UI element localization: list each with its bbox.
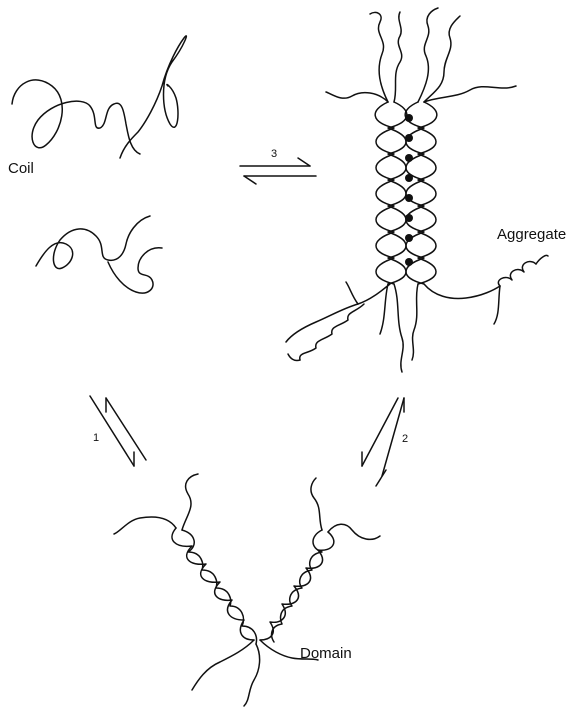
- coil-chain-4: [108, 248, 162, 293]
- junction-dot: [405, 194, 413, 202]
- arrow-forward: [362, 398, 398, 466]
- arrow-reverse: [376, 470, 386, 486]
- junction-dot: [405, 154, 413, 162]
- aggregate-helix-left-b: [388, 102, 407, 284]
- coil-chain-1: [12, 80, 140, 154]
- domain-tail: [182, 474, 198, 530]
- aggregate-helix-right-b: [418, 102, 437, 284]
- coil-chains: [12, 36, 186, 293]
- equilibrium-arrow-2: [362, 398, 404, 486]
- equilibrium-arrow-3: [240, 158, 316, 184]
- transition-label-1: 1: [93, 432, 99, 444]
- aggregate-branch-left-tail: [288, 354, 300, 361]
- coil-label: Coil: [8, 160, 34, 177]
- aggregate-top-strand: [326, 92, 388, 102]
- arrow-reverse: [106, 398, 146, 460]
- aggregate-top-strand: [394, 12, 402, 102]
- arrow-reverse-head: [244, 176, 256, 184]
- domain-helix-left-a: [172, 528, 254, 640]
- junction-dot: [405, 214, 413, 222]
- aggregate-branch-right-tail: [536, 255, 548, 264]
- junction-dot: [405, 234, 413, 242]
- aggregate-bottom-strand: [412, 284, 418, 360]
- aggregate-top-strand: [370, 12, 388, 102]
- aggregate-branch-left-tail: [346, 282, 358, 304]
- aggregate-branch-left-helix: [300, 304, 364, 360]
- aggregate-branch-right: [424, 284, 500, 298]
- equilibrium-arrow-1: [90, 396, 146, 466]
- aggregate-branch-left: [286, 284, 390, 342]
- transition-label-3: 3: [271, 148, 277, 160]
- aggregate-branch-right-helix: [498, 262, 536, 286]
- domain-helix-right-a: [260, 532, 334, 640]
- aggregate-top-strand: [418, 8, 438, 102]
- domain-structure: [114, 474, 380, 706]
- arrow-forward-head: [298, 158, 310, 166]
- aggregate-top-strand: [424, 16, 460, 102]
- domain-tail: [328, 524, 380, 539]
- domain-tail: [244, 644, 260, 706]
- domain-helix-left-b: [182, 530, 256, 644]
- transition-label-2: 2: [402, 433, 408, 445]
- aggregate-bottom-strand: [394, 284, 403, 372]
- aggregate-branch-right-tail: [494, 286, 500, 324]
- domain-tail: [192, 640, 254, 690]
- domain-label: Domain: [300, 645, 352, 662]
- junction-dot: [405, 174, 413, 182]
- aggregate-label: Aggregate: [497, 226, 566, 243]
- aggregate-structure: [286, 8, 548, 372]
- arrow-reverse-shaft: [382, 398, 404, 476]
- coil-chain-3: [36, 216, 150, 269]
- domain-tail: [114, 517, 176, 534]
- junction-dot: [405, 258, 413, 266]
- junction-dot: [405, 114, 413, 122]
- junction-dot: [405, 134, 413, 142]
- domain-tail: [311, 478, 322, 530]
